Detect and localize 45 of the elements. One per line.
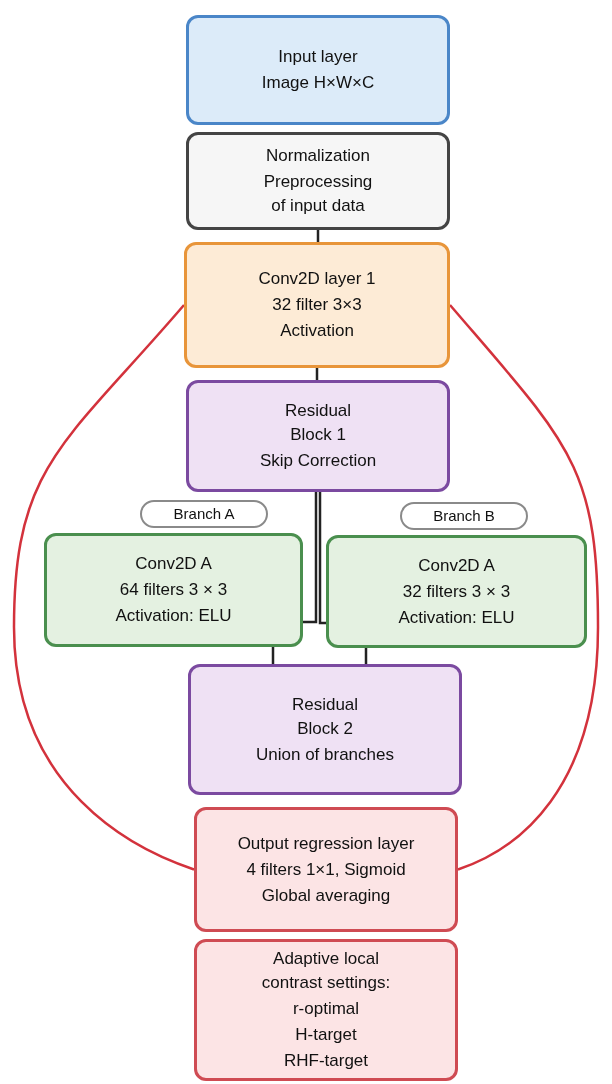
branch-label: Branch A <box>173 505 235 523</box>
branch-conv-box <box>44 533 303 647</box>
connector-line <box>318 492 326 625</box>
preprocessing-box <box>186 132 450 230</box>
conv-layer-box <box>184 242 450 368</box>
output-box <box>194 807 458 932</box>
residual-block-box <box>188 664 462 795</box>
node-text: Global averaging <box>261 884 391 907</box>
branch-conv-box <box>326 535 587 648</box>
node-title: Residual Block 2 <box>290 693 360 740</box>
input-layer-box <box>186 15 450 125</box>
node-text: Skip Correction <box>259 450 377 472</box>
node-title: Conv2D A <box>135 553 212 575</box>
node-text: Activation: ELU <box>115 605 232 627</box>
node-text: Activation <box>280 320 354 342</box>
node-text: 64 filters 3 × 3 <box>119 579 228 601</box>
node-title: Conv2D A <box>418 554 495 577</box>
node-title: Normalization <box>266 145 370 167</box>
residual-block-box <box>186 380 450 492</box>
node-text: Union of branches <box>256 743 394 766</box>
connector-line <box>364 648 368 664</box>
node-title: Conv2D layer 1 <box>258 268 376 290</box>
connector-line <box>271 647 275 664</box>
node-text: Image H×W×C <box>261 72 375 94</box>
branch-tag <box>140 500 268 528</box>
connector-line <box>315 368 319 380</box>
connector-line <box>303 492 318 624</box>
node-title: Residual Block 1 <box>283 400 353 446</box>
node-text: H-target <box>295 1024 357 1046</box>
node-text: Preprocessing of input data <box>262 171 374 217</box>
branch-label: Branch B <box>433 507 495 525</box>
node-text: r-optimal <box>292 998 360 1020</box>
node-text: 32 filter 3×3 <box>272 294 362 316</box>
node-text: 4 filters 1×1, Sigmoid <box>246 858 406 881</box>
skip-connection-curve <box>12 304 195 871</box>
skip-connection-curve <box>449 304 600 871</box>
node-text: Activation: ELU <box>398 606 515 629</box>
branch-tag <box>400 502 528 530</box>
connector-line <box>316 230 320 242</box>
output-box <box>194 939 458 1081</box>
node-title: Output regression layer <box>237 832 415 855</box>
node-title: Input layer <box>278 46 358 68</box>
node-text: 32 filters 3 × 3 <box>402 580 511 603</box>
node-text: RHF-target <box>283 1050 369 1072</box>
node-title: Adaptive local contrast settings: <box>260 948 392 994</box>
